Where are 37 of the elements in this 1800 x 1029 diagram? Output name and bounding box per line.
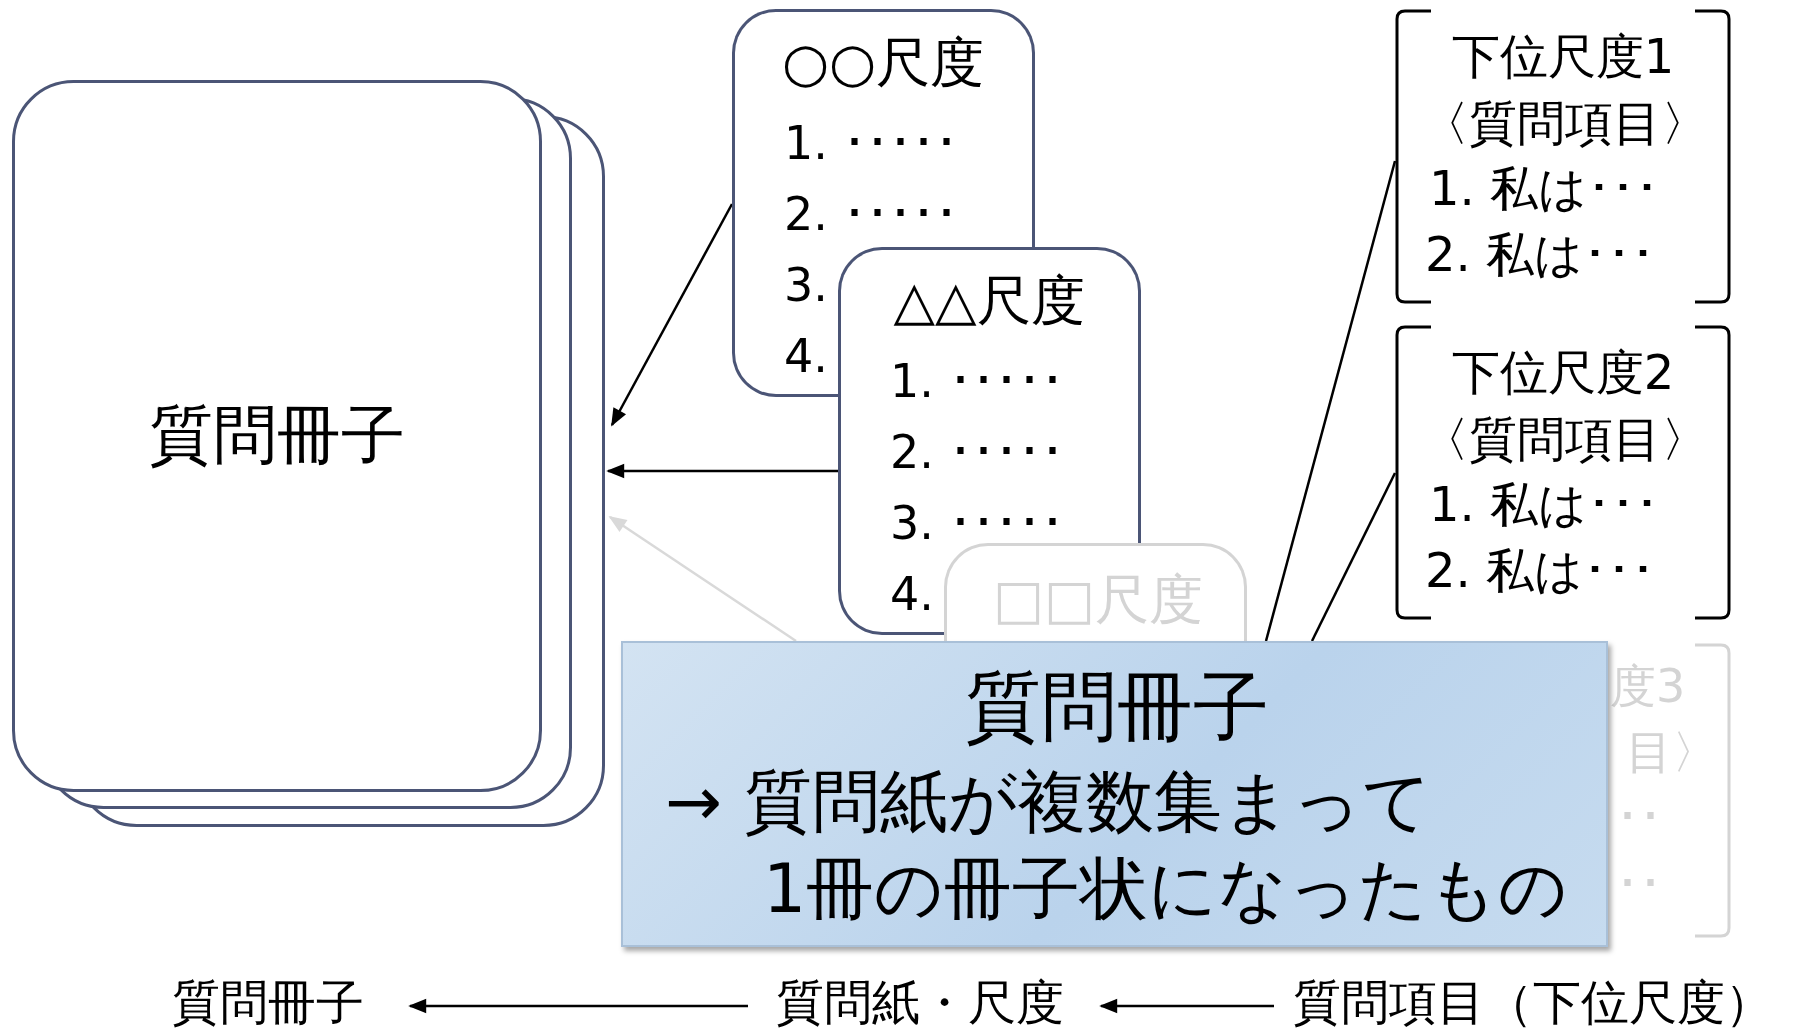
flow-label: 質問紙・尺度 (776, 975, 1064, 1029)
item-line: 4. (784, 329, 828, 383)
scale-title: ○○尺度 (781, 31, 985, 95)
item-line: ･･ (1616, 790, 1662, 844)
flow-label: 質問冊子 (172, 975, 364, 1029)
arrow (1099, 998, 1274, 1014)
item-heading: 〈質問項目〉 (1421, 412, 1709, 468)
booklet-stack-drawing (12, 80, 605, 828)
arrow (606, 463, 838, 479)
item-line: 1. ･････ (890, 354, 1064, 408)
item-line: 1. 私は･･･ (1429, 161, 1660, 217)
arrow (610, 203, 734, 427)
arrow (408, 998, 748, 1014)
scale-title: △△尺度 (893, 269, 1085, 333)
connector-line (1310, 472, 1397, 642)
subscale-title: 下位尺度2 (1451, 345, 1675, 401)
item-line: 1. ･････ (784, 116, 958, 170)
item-line: 4. (890, 567, 934, 621)
arrow (608, 515, 797, 643)
note-text: → 質問紙が複数集まって (665, 762, 1432, 842)
item-line: 2. ･････ (784, 187, 958, 241)
item-line: 3. (784, 258, 828, 312)
item-line: ･･ (1616, 857, 1662, 911)
item-line: 2. 私は･･･ (1425, 227, 1656, 283)
item-line: 2. ･････ (890, 425, 1064, 479)
note-text: 1冊の冊子状になったもの (763, 849, 1569, 929)
item-line: 2. 私は･･･ (1425, 543, 1656, 599)
item-line: 1. 私は･･･ (1429, 477, 1660, 533)
note-box (621, 641, 1608, 947)
item-heading: 〈質問項目〉 (1421, 96, 1709, 152)
note-title: 質問冊子 (965, 663, 1269, 751)
connector-line (1264, 160, 1397, 642)
scale-card (944, 543, 1247, 641)
booklet-title: 質問冊子 (149, 399, 405, 473)
subscale-title: 下位尺度1 (1451, 29, 1675, 85)
flow-label: 質問項目（下位尺度） (1293, 975, 1773, 1029)
item-line: 3. ･････ (890, 496, 1064, 550)
